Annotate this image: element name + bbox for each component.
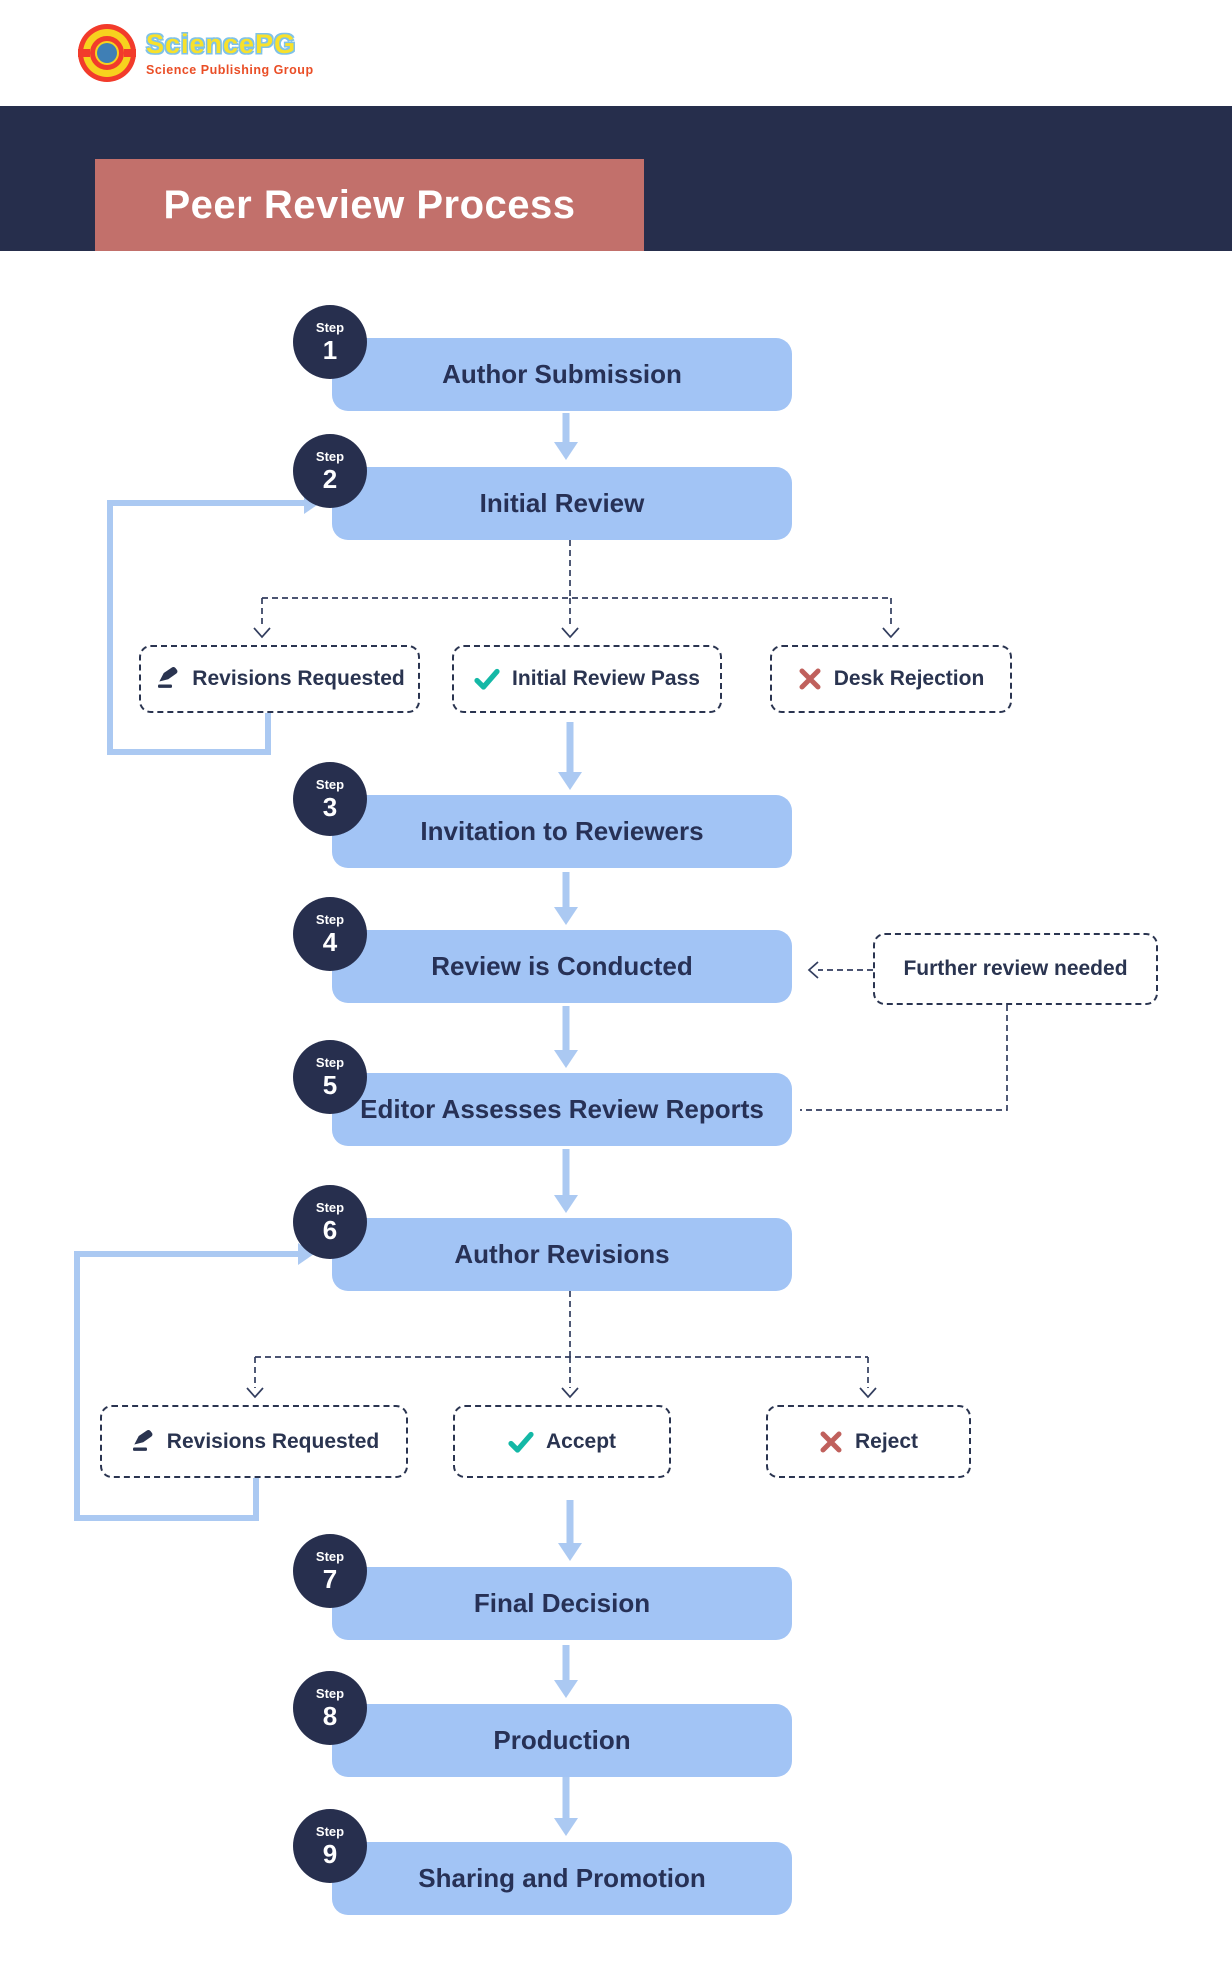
check-icon	[474, 668, 500, 690]
loop-revisions-to-initial-review	[107, 500, 304, 755]
page-title: Peer Review Process	[163, 182, 576, 227]
arrow-step3-step4	[554, 872, 578, 925]
loop-arrowheads	[298, 492, 320, 1265]
chevron-left-icon	[807, 961, 819, 979]
outcome-desk-rejection: Desk Rejection	[770, 645, 1012, 713]
branch-initial-review	[261, 540, 892, 628]
sciencepg-logo: SciencePG Science Publishing Group	[78, 24, 314, 82]
arrow-step7-step8	[554, 1645, 578, 1698]
pencil-icon	[132, 1429, 153, 1451]
outcome-accept: Accept	[453, 1405, 671, 1478]
check-icon	[508, 1431, 534, 1453]
arrow-step1-step2	[554, 413, 578, 460]
sciencepg-logo-icon	[78, 24, 136, 82]
chevron-down-icon	[882, 627, 900, 639]
logo-tagline: Science Publishing Group	[146, 63, 314, 77]
arrow-pass-step3	[558, 722, 582, 790]
flow-arrows	[554, 413, 582, 1836]
chevron-down-icon	[561, 1387, 579, 1399]
logo-name: SciencePG	[146, 29, 297, 59]
outcome-reject: Reject	[766, 1405, 971, 1478]
outcome-initial-review-pass: Initial Review Pass	[452, 645, 722, 713]
step-box-invitation-to-reviewers: Invitation to Reviewers	[332, 795, 792, 868]
pencil-icon	[158, 667, 178, 688]
chevron-down-icon	[859, 1387, 877, 1399]
x-icon	[799, 668, 821, 690]
loop-revisions-to-author-revisions	[74, 1251, 298, 1521]
branch1-arrowheads	[253, 627, 900, 639]
step-box-author-revisions: Author Revisions	[332, 1218, 792, 1291]
banner: Peer Review Process	[0, 106, 1232, 251]
branch2-arrowheads	[246, 1387, 877, 1399]
chevron-down-icon	[253, 627, 271, 639]
branch-author-revisions	[254, 1291, 869, 1388]
step-box-review-is-conducted: Review is Conducted	[332, 930, 792, 1003]
further-review-links	[800, 961, 1008, 1111]
x-icon	[820, 1431, 842, 1452]
arrow-step4-step5	[554, 1006, 578, 1068]
outcome-revisions-requested-1: Revisions Requested	[139, 645, 420, 713]
title-box: Peer Review Process	[95, 159, 644, 251]
note-return-line	[800, 1005, 1008, 1111]
step-box-author-submission: Author Submission	[332, 338, 792, 411]
outcome-revisions-requested-2: Revisions Requested	[100, 1405, 408, 1478]
revision-loops	[74, 500, 304, 1521]
arrow-step5-step6	[554, 1149, 578, 1213]
arrow-right-icon	[298, 1243, 314, 1265]
arrow-accept-step7	[558, 1500, 582, 1561]
step-box-initial-review: Initial Review	[332, 467, 792, 540]
step-box-final-decision: Final Decision	[332, 1567, 792, 1640]
chevron-down-icon	[246, 1387, 264, 1399]
step-box-production: Production	[332, 1704, 792, 1777]
chevron-down-icon	[561, 627, 579, 639]
note-further-review-needed: Further review needed	[873, 933, 1158, 1005]
arrow-step8-step9	[554, 1777, 578, 1836]
step-box-editor-assesses-review-reports: Editor Assesses Review Reports	[332, 1073, 792, 1146]
step-box-sharing-and-promotion: Sharing and Promotion	[332, 1842, 792, 1915]
